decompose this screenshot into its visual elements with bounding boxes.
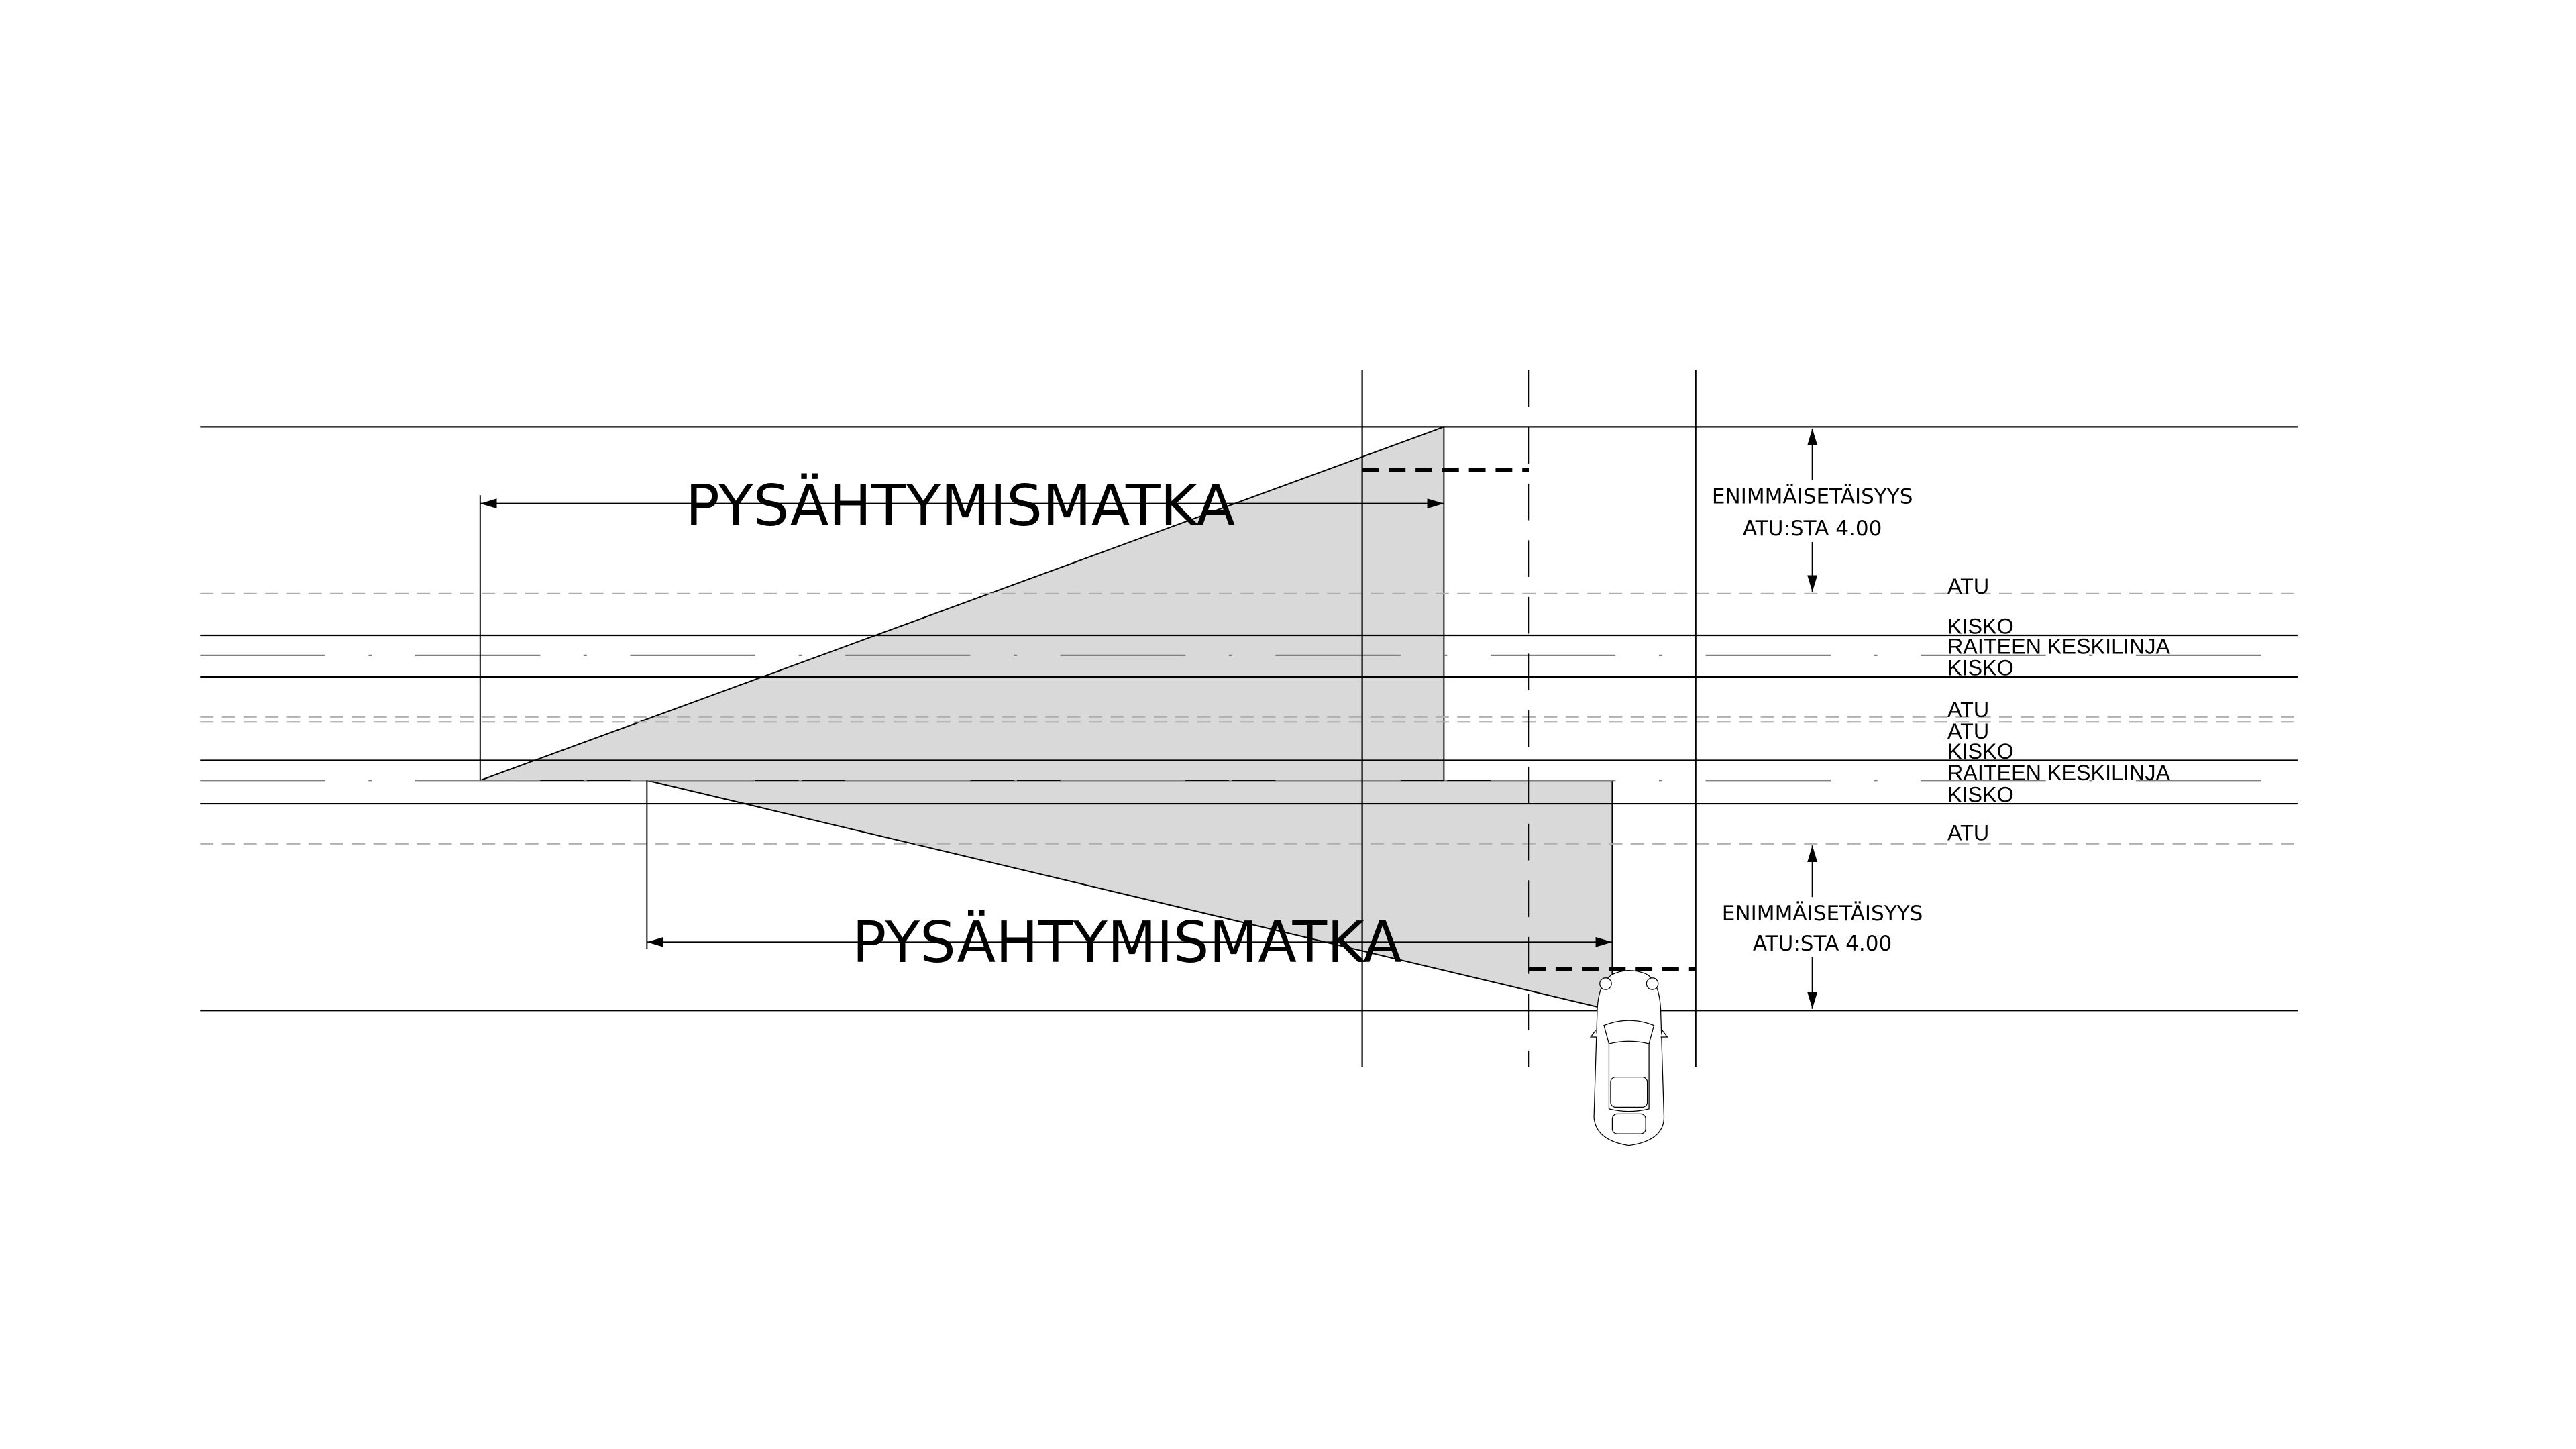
car-icon: [1589, 969, 1668, 1146]
upper-max-distance-value: ATU:STA 4.00: [1743, 517, 1882, 541]
track-label: RAITEEN KESKILINJA: [1947, 634, 2170, 658]
track-label: RAITEEN KESKILINJA: [1947, 761, 2170, 785]
track-lines: [200, 426, 2298, 1012]
track-label: ATU: [1947, 719, 1989, 743]
track-label: ATU: [1947, 698, 1989, 722]
lower-max-distance-title: ENIMMÄISETÄISYYS: [1722, 900, 1923, 926]
track-label: KISKO: [1947, 656, 2014, 680]
lower-stopping-distance-label: PYSÄHTYMISMATKA: [852, 910, 1402, 975]
track-label: ATU: [1947, 574, 1989, 598]
track-label: KISKO: [1947, 739, 2014, 763]
lower-sight-triangle: [647, 780, 1613, 1012]
lower-max-distance-value: ATU:STA 4.00: [1753, 932, 1892, 956]
track-label: ATU: [1947, 821, 1989, 845]
track-label: KISKO: [1947, 783, 2014, 807]
upper-stopping-distance-label: PYSÄHTYMISMATKA: [686, 473, 1236, 539]
upper-max-distance-title: ENIMMÄISETÄISYYS: [1712, 484, 1913, 509]
track-label: KISKO: [1947, 614, 2014, 639]
